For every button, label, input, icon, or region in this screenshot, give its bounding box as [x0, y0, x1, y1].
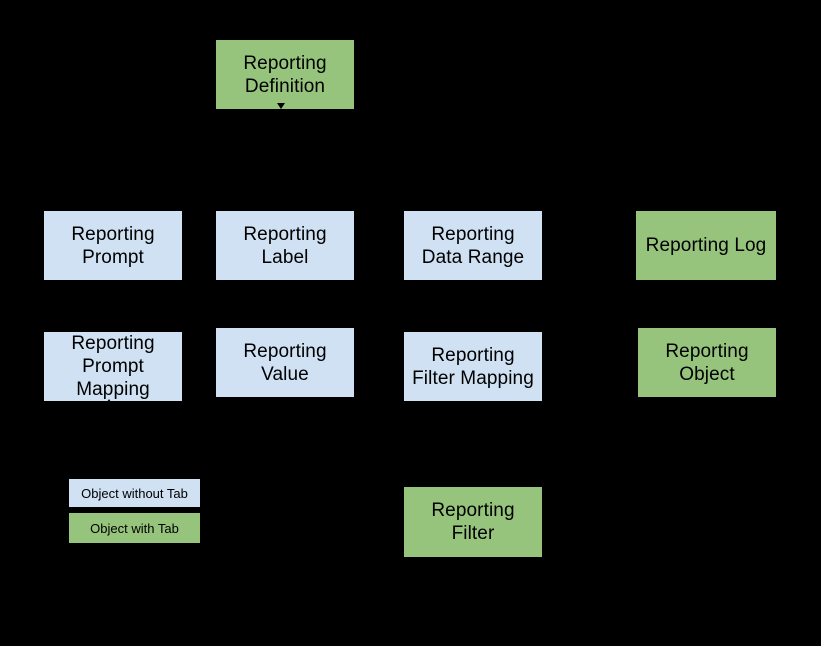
node-reporting-definition[interactable]: Reporting Definition [216, 40, 354, 109]
legend-label: Object with Tab [90, 520, 179, 536]
node-reporting-prompt[interactable]: Reporting Prompt [44, 211, 182, 280]
legend-label: Object without Tab [81, 485, 188, 501]
node-label: Reporting Data Range [421, 223, 525, 268]
node-reporting-object[interactable]: Reporting Object [638, 328, 776, 397]
node-label: Reporting Object [665, 340, 749, 385]
node-label: Reporting Prompt Mapping [71, 333, 155, 400]
connector-arrowhead-prompt-mapping-bottom [105, 399, 113, 405]
node-reporting-filter[interactable]: Reporting Filter [404, 487, 542, 557]
legend-object-with-tab: Object with Tab [69, 513, 200, 543]
node-label: Reporting Log [645, 235, 767, 256]
node-reporting-filter-mapping[interactable]: Reporting Filter Mapping [404, 332, 542, 401]
node-label: Reporting Filter Mapping [412, 344, 534, 389]
node-reporting-value[interactable]: Reporting Value [216, 328, 354, 397]
connector-arrowhead-value-top [277, 317, 285, 323]
node-reporting-prompt-mapping[interactable]: Reporting Prompt Mapping [44, 332, 182, 401]
node-reporting-label[interactable]: Reporting Label [216, 211, 354, 280]
legend-object-without-tab: Object without Tab [69, 479, 200, 507]
node-label: Reporting Prompt [71, 223, 155, 268]
node-label: Reporting Label [243, 223, 327, 268]
node-label: Reporting Value [243, 340, 327, 385]
node-reporting-data-range[interactable]: Reporting Data Range [404, 211, 542, 280]
node-label: Reporting Definition [243, 52, 327, 97]
connector-arrowhead-definition-bottom [277, 103, 285, 109]
node-label: Reporting Filter [431, 500, 515, 544]
node-reporting-log[interactable]: Reporting Log [636, 211, 776, 280]
connector-arrowhead-log-top [698, 200, 706, 206]
